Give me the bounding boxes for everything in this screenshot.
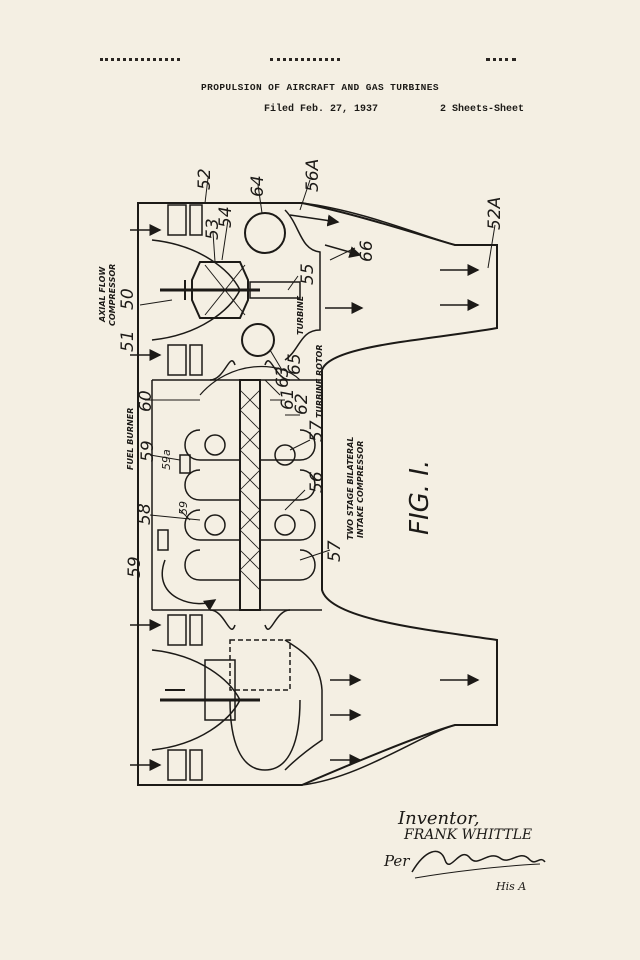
ref-numeral: 55 — [298, 263, 318, 285]
attorney-suffix: His A — [496, 880, 527, 893]
main-shaft — [239, 379, 261, 611]
inventor-name: FRANK WHITTLE — [404, 827, 533, 843]
label-compressor: COMPRESSOR — [108, 264, 117, 326]
per-label: Per — [384, 852, 410, 870]
ref-numeral: 60 — [136, 390, 156, 412]
label-turbine: TURBINE — [296, 295, 305, 335]
ref-numeral: 57 — [325, 540, 345, 562]
ref-numeral: 58 — [135, 503, 155, 525]
cropped-header-text — [100, 58, 180, 67]
label-turbine-rotor: TURBINE ROTOR — [315, 344, 324, 418]
ref-numeral: 59 — [138, 440, 158, 462]
label-intake: INTAKE COMPRESSOR — [356, 441, 365, 538]
cropped-header-text — [486, 58, 516, 67]
ref-numeral: 54 — [216, 206, 236, 228]
ref-numeral: 56A — [303, 159, 323, 192]
label-fuel-burner: FUEL BURNER — [126, 408, 135, 470]
label-axial-flow: AXIAL FLOW — [98, 266, 107, 323]
ref-numeral: 64 — [248, 175, 268, 197]
turbine-disc — [241, 323, 275, 357]
ref-numeral: 62 — [292, 393, 312, 415]
ref-numeral: 51 — [118, 330, 138, 352]
ref-numeral: 59 — [177, 501, 190, 515]
impeller-lobes-right — [260, 429, 316, 581]
ref-numeral: 52A — [485, 197, 505, 230]
ref-numeral: 59a — [160, 449, 173, 470]
ref-numeral: 66 — [357, 240, 377, 262]
ref-numeral: 63 — [273, 366, 293, 388]
sheet-number: 2 Sheets-Sheet — [440, 104, 525, 115]
patent-title: PROPULSION OF AIRCRAFT AND GAS TURBINES — [201, 82, 439, 93]
inventor-label: Inventor, — [398, 808, 480, 829]
filed-date: Filed Feb. 27, 1937 — [264, 104, 379, 115]
ref-numeral: 56 — [307, 471, 327, 493]
turbine-disc — [244, 212, 286, 254]
figure-label: FIG. I. — [405, 460, 435, 535]
ref-numeral: 57 — [307, 420, 327, 442]
cropped-header-text — [270, 58, 340, 67]
fuel-burner — [157, 529, 169, 551]
ref-numeral: 52 — [195, 168, 215, 190]
impeller-lobes-left — [184, 429, 240, 581]
exhaust-nozzle-bottom — [301, 724, 456, 786]
ref-numeral: 50 — [118, 288, 138, 310]
ref-numeral: 59 — [125, 556, 145, 578]
label-two-stage: TWO STAGE BILATERAL — [346, 437, 355, 540]
ref-numeral: 65 — [285, 353, 305, 375]
exhaust-nozzle-top — [301, 202, 456, 246]
ref-numeral: 53 — [203, 218, 223, 240]
ref-numeral: 61 — [278, 388, 298, 410]
